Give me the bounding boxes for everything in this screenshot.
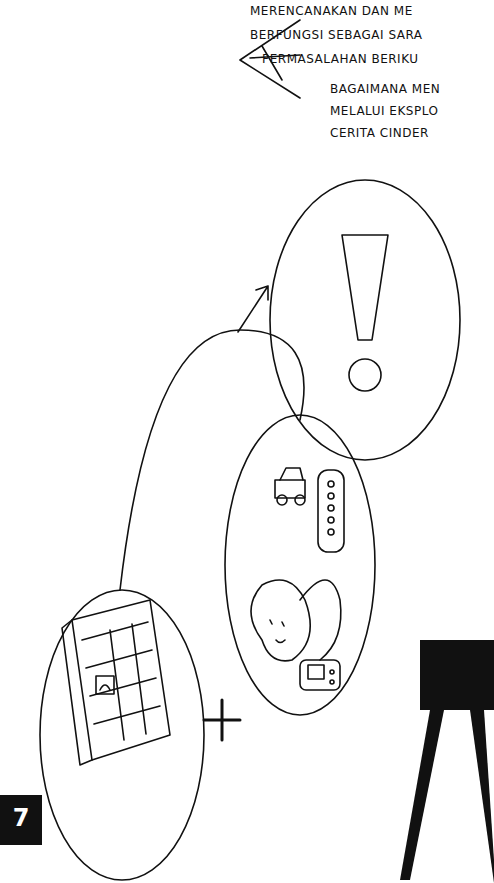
handwritten-note: PERMASALAHAN BERIKU xyxy=(262,52,418,66)
toys-circle xyxy=(225,415,375,715)
page-number: 7 xyxy=(0,804,42,832)
child-with-toys xyxy=(251,468,344,690)
handwritten-note: MELALUI EKSPLO xyxy=(330,104,438,118)
handwritten-note: MERENCANAKAN DAN ME xyxy=(250,4,413,18)
dark-stand xyxy=(400,640,494,883)
handwritten-note: BAGAIMANA MEN xyxy=(330,82,440,96)
handwritten-note: CERITA CINDER xyxy=(330,126,429,140)
exclamation-circle xyxy=(270,180,460,460)
number-box xyxy=(0,795,42,845)
dark-stand xyxy=(470,710,494,883)
handwritten-note: BERFUNGSI SEBAGAI SARA xyxy=(250,28,422,42)
dark-stand xyxy=(400,710,444,880)
exclamation-mark xyxy=(342,235,388,391)
arrow-head xyxy=(238,286,268,332)
dark-stand xyxy=(420,640,494,710)
plus-sign xyxy=(204,700,240,740)
book-drawing xyxy=(62,600,170,765)
book-circle xyxy=(40,590,204,880)
